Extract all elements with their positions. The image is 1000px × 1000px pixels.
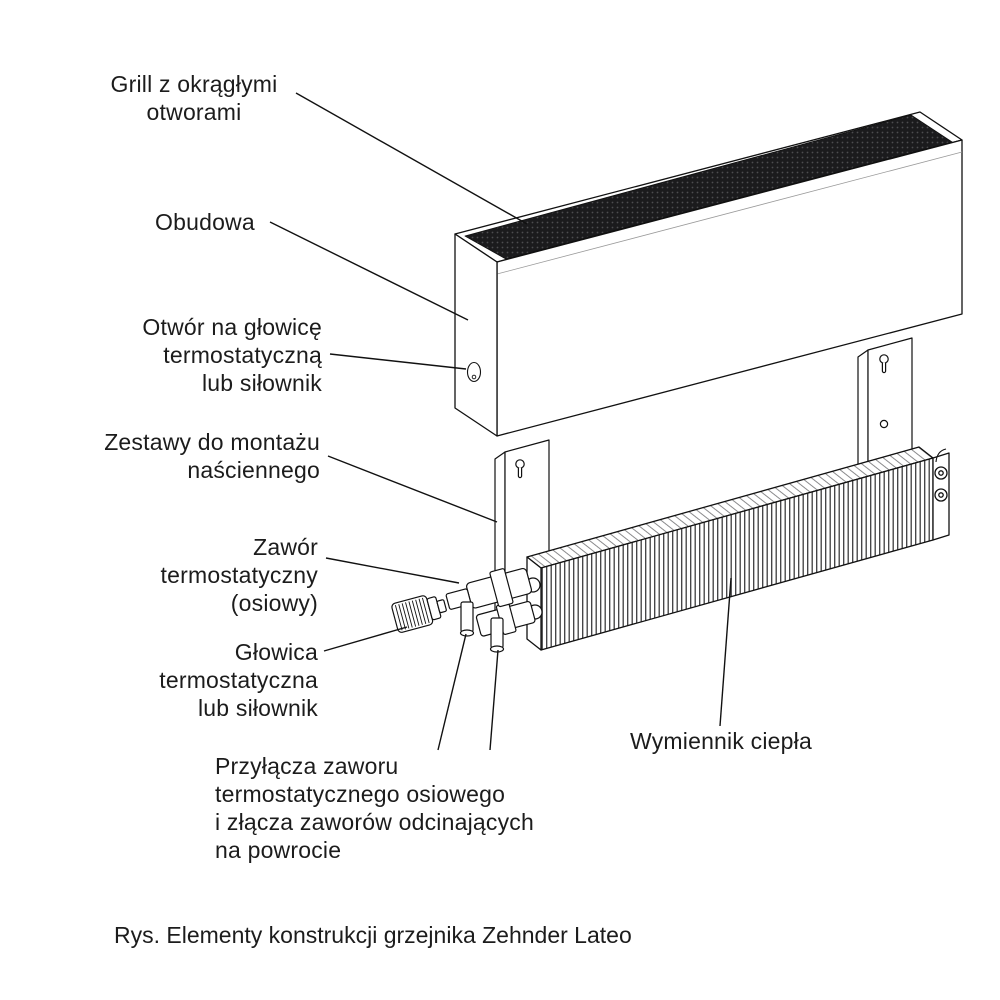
leader-zawor	[325, 557, 460, 584]
valve-connection-stub-1	[460, 601, 474, 633]
supply-pipe-outer	[934, 488, 948, 502]
valve-connection-stub-2-end	[489, 645, 505, 653]
label-obudowa: Obudowa	[155, 209, 255, 235]
leader-otwor	[329, 353, 467, 370]
head-cutout-notch	[471, 374, 477, 380]
casing-left-end	[454, 233, 498, 437]
label-zestawy: Zestawy do montażu naściennego	[104, 429, 320, 483]
thermostatic-head	[391, 595, 447, 633]
bracket-left-keyhole-slot	[517, 467, 523, 479]
head-knurling	[394, 597, 430, 631]
supply-pipe-inner	[938, 492, 944, 498]
label-grill: Grill z okrągłymi otworami	[110, 71, 278, 125]
head-cutout	[466, 361, 482, 383]
leader-glowica	[323, 626, 408, 652]
heat-exchanger-fins	[540, 457, 934, 651]
leader-przylacza-2	[489, 649, 499, 751]
head-stem	[436, 599, 447, 614]
valve-connection-stub-2	[490, 617, 504, 649]
return-pipe-outer	[934, 466, 948, 480]
bracket-right-keyhole	[879, 354, 889, 364]
wall-bracket-right	[857, 337, 913, 484]
leader-obudowa	[269, 221, 469, 321]
leader-wymiennik	[719, 577, 732, 727]
label-zawor: Zawór termostatyczny (osiowy)	[160, 534, 318, 616]
bracket-right-hole	[879, 419, 889, 429]
label-glowica: Głowica termostatyczna lub siłownik	[159, 639, 318, 721]
label-otwor: Otwór na głowicę termostatyczną lub siło…	[142, 314, 322, 396]
figure-caption: Rys. Elementy konstrukcji grzejnika Zehn…	[114, 922, 632, 948]
label-wymiennik: Wymiennik ciepła	[630, 728, 812, 754]
leader-przylacza-1	[437, 633, 467, 751]
bracket-left-keyhole	[515, 459, 525, 469]
leader-zestawy	[327, 455, 498, 523]
return-pipe-inner	[938, 470, 944, 476]
casing	[454, 111, 963, 437]
casing-front-fold	[496, 151, 963, 275]
leader-lines	[269, 92, 732, 751]
valve-connection-stub-1-end	[459, 629, 475, 637]
valve-nut	[489, 568, 514, 608]
heat-exchanger	[526, 446, 950, 651]
pipe-bend	[935, 448, 947, 463]
leader-grill	[295, 92, 528, 225]
label-przylacza: Przyłącza zaworu termostatycznego osiowe…	[215, 753, 534, 863]
bracket-right-keyhole-slot	[881, 362, 887, 374]
thermostatic-valve	[445, 567, 543, 653]
